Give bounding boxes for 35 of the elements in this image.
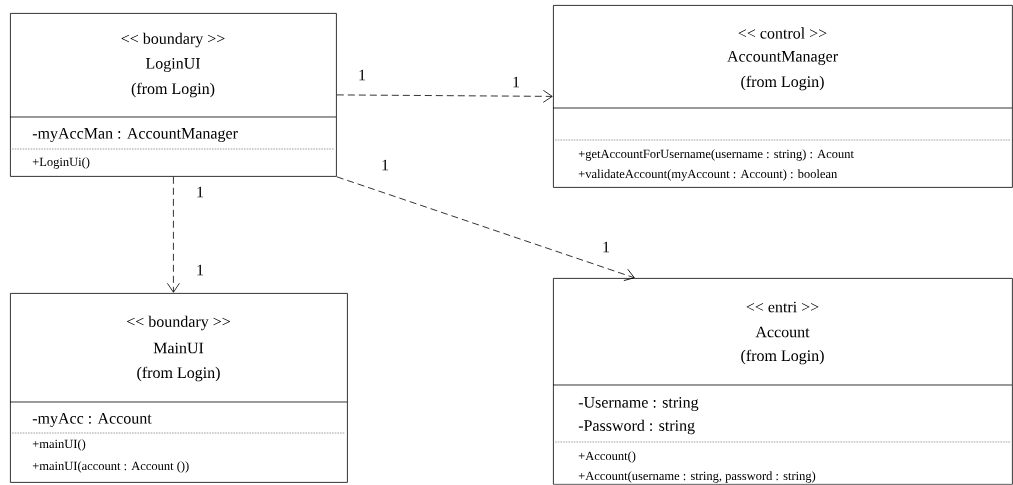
class-name: LoginUI <box>145 58 200 72</box>
multiplicity-label: 1 <box>603 241 610 253</box>
multiplicity-label: 1 <box>513 76 520 88</box>
class-box <box>9 13 337 177</box>
operation-text: +Account(username : string, password : string) <box>578 471 816 483</box>
operation-text: +Account() <box>578 451 636 463</box>
stereotype-text: << boundary >> <box>127 315 230 331</box>
package-text: (from Login) <box>137 366 220 382</box>
attribute-text: -Password : string <box>578 419 695 435</box>
operation-text: +getAccountForUsername(username : string) : Acount <box>578 149 854 161</box>
class-box <box>552 278 1013 485</box>
multiplicity-label: 1 <box>197 264 204 276</box>
multiplicity-label: 1 <box>382 159 389 171</box>
operation-text: +LoginUi() <box>32 157 90 169</box>
class-name: AccountManager <box>727 51 838 65</box>
dependency-arrow <box>336 89 553 103</box>
class-name: MainUI <box>153 342 204 354</box>
attribute-text: -Username : string <box>578 397 699 411</box>
dependency-arrow <box>336 176 635 281</box>
multiplicity-label: 1 <box>359 69 366 81</box>
stereotype-text: << entri >> <box>746 301 819 313</box>
operation-text: +mainUI(account : Account ()) <box>32 461 189 473</box>
class-box <box>552 5 1013 188</box>
operation-text: +validateAccount(myAccount : Account) : boolean <box>578 169 838 181</box>
stereotype-text: << control >> <box>738 27 827 39</box>
attribute-text: -myAccMan : AccountManager <box>32 128 238 142</box>
class-box <box>9 293 348 483</box>
stereotype-text: << boundary >> <box>121 32 225 48</box>
operation-text: +mainUI() <box>32 439 86 451</box>
dependency-arrow <box>167 176 180 293</box>
package-text: (from Login) <box>131 82 215 98</box>
class-name: Account <box>755 326 810 338</box>
package-text: (from Login) <box>741 349 824 365</box>
package-text: (from Login) <box>741 75 824 91</box>
attribute-text: -myAcc : Account <box>32 413 152 427</box>
